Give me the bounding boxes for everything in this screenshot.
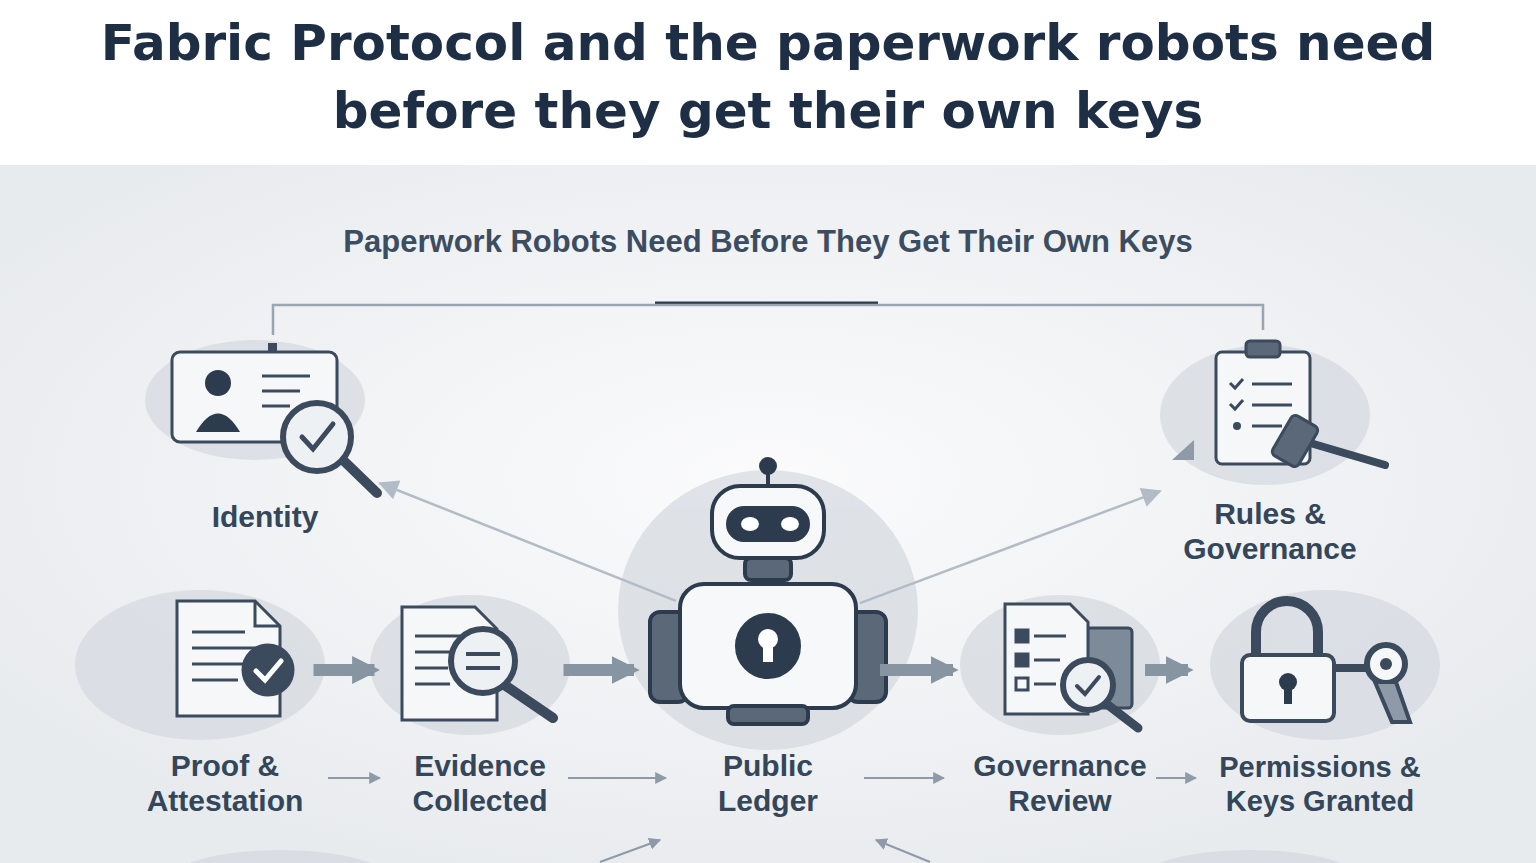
node-label: Governance Review (971, 749, 1149, 818)
page-title: Fabric Protocol and the paperwork robots… (48, 10, 1488, 145)
rules-icon (1172, 341, 1385, 468)
proof-icon (177, 601, 293, 716)
review-node: Governance Review (967, 590, 1153, 820)
evidence-node: Evidence Collected (389, 590, 572, 820)
flow-arrow (564, 664, 635, 676)
node-label: Evidence Collected (393, 749, 568, 818)
link-line (380, 483, 676, 601)
robot-icon (650, 459, 886, 724)
node-label: Identity (155, 500, 375, 535)
node-label: Proof & Attestation (133, 749, 318, 818)
permissions-icon (1242, 601, 1410, 722)
flow-arrow (880, 664, 953, 676)
link-line (273, 305, 1263, 335)
proof-node: Proof & Attestation (129, 590, 322, 820)
identity-icon (172, 352, 377, 493)
subtitle: Paperwork Robots Need Before They Get Th… (343, 224, 1192, 260)
flow-arrow (314, 664, 375, 676)
panel-ground (0, 165, 1536, 863)
identity-node: Identity (150, 335, 380, 540)
flow-arrow (1145, 664, 1188, 676)
rules-node: Rules & Governance (1160, 330, 1380, 570)
node-label: Permissions & Keys Granted (1206, 751, 1434, 818)
evidence-icon (402, 607, 553, 720)
soft-blobs (75, 340, 1440, 863)
link-line (860, 491, 1160, 603)
permissions-node: Permissions & Keys Granted (1202, 590, 1438, 820)
review-icon (1005, 604, 1138, 728)
ledger-node: Public Ledger (648, 455, 888, 820)
node-label: Rules & Governance (1175, 497, 1365, 566)
node-label: Public Ledger (693, 749, 843, 818)
